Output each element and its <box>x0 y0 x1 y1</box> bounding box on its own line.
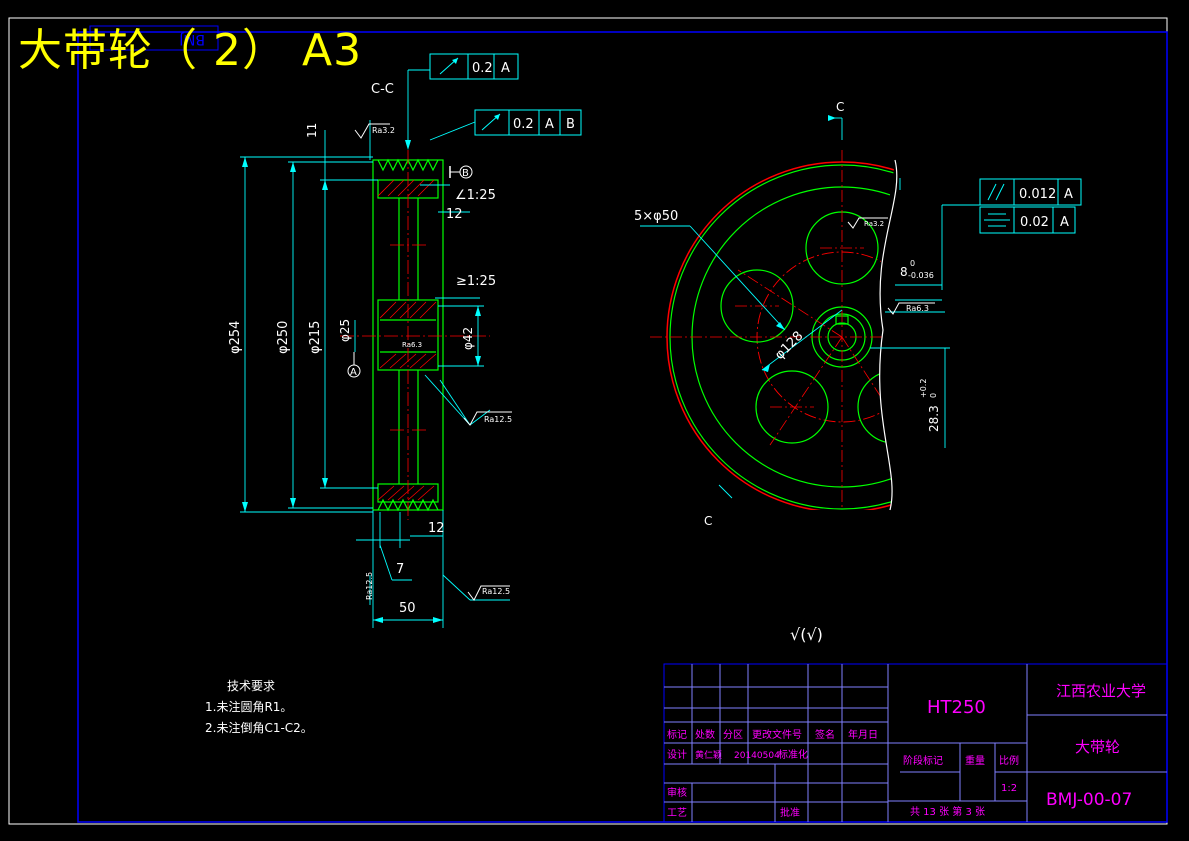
general-roughness: √(√) <box>790 625 823 644</box>
datum-b-label: B <box>462 168 469 179</box>
roughness-hole: Ra3.2 <box>864 220 884 228</box>
dim-d215: φ215 <box>308 321 323 354</box>
dim-taper2: ≥1:25 <box>456 274 496 289</box>
ghost-label-box <box>89 25 219 51</box>
dim-key-depth-upper: +0.2 <box>919 379 928 398</box>
dim-d254: φ254 <box>228 321 243 354</box>
tol-runout-value: 0.2 <box>513 117 534 132</box>
hdr-zone: 分区 <box>723 729 743 741</box>
dim-d128: φ128 <box>772 329 806 363</box>
break-line <box>879 159 898 511</box>
dim-w12-top: 12 <box>446 207 463 222</box>
scale-label: 比例 <box>999 754 1019 767</box>
roughness-symbol-right <box>467 585 510 601</box>
front-view <box>650 150 897 510</box>
title-block <box>663 663 1168 823</box>
weight-label: 重量 <box>965 754 985 767</box>
dim-d42: φ42 <box>461 327 475 350</box>
dim-key-width-upper: 0 <box>910 259 915 268</box>
tech-requirements-heading: 技术要求 <box>227 679 276 693</box>
dim-holes: 5×φ50 <box>634 209 678 224</box>
inner-border <box>77 31 1168 823</box>
tol-symmetry-value: 0.02 <box>1020 215 1049 230</box>
roughness-bore: Ra6.3 <box>402 341 422 349</box>
outer-border <box>8 17 1168 825</box>
section-label: C-C <box>371 82 394 97</box>
dim-taper1: ∠1:25 <box>455 188 496 203</box>
tol-parallel-datum: A <box>1064 187 1073 202</box>
dimension-lines-left <box>240 69 510 628</box>
sheets: 共 13 张 第 3 张 <box>910 805 985 818</box>
view-label-c-top: C <box>836 100 844 114</box>
datum-a-label: A <box>350 367 357 378</box>
tol-runout-datum2: B <box>566 117 575 132</box>
hdr-date: 年月日 <box>848 728 878 741</box>
roughness-side-left: Ra12.5 <box>365 572 374 600</box>
tol-frame-symmetry <box>979 206 1076 234</box>
tol-top-left-datum: A <box>501 61 510 76</box>
ghost-code: BMJ <box>179 31 205 47</box>
roughness-symbol-top <box>354 123 390 139</box>
approve-label: 批准 <box>780 806 800 819</box>
centerlines-left <box>340 150 490 520</box>
tol-top-left-value: 0.2 <box>472 61 493 76</box>
dim-w7: 7 <box>396 562 404 577</box>
roughness-keyway: Ra6.3 <box>906 304 929 313</box>
view-label-c-bottom: C <box>704 514 712 528</box>
hole-2 <box>720 269 794 343</box>
dim-d250: φ250 <box>276 321 291 354</box>
standard-label: 标准化 <box>778 748 808 761</box>
drawing-number: BMJ-00-07 <box>1046 790 1132 810</box>
roughness-symbol-web <box>463 411 512 426</box>
tol-frame-parallel <box>979 178 1082 206</box>
dim-key-width: 8 <box>900 265 908 279</box>
roughness-side-right: Ra12.5 <box>482 587 510 596</box>
section-hatching <box>377 179 437 501</box>
tol-symmetry-datum: A <box>1060 215 1069 230</box>
dim-key-depth: 28.3 <box>927 405 941 432</box>
roughness-web: Ra12.5 <box>484 415 512 424</box>
dim-key-width-lower: -0.036 <box>908 271 934 280</box>
process-label: 工艺 <box>667 807 687 819</box>
review-label: 审核 <box>667 786 687 799</box>
dim-w12-bottom: 12 <box>428 521 445 536</box>
hdr-change-doc: 更改文件号 <box>752 728 802 741</box>
design-date: 20140504 <box>734 751 780 761</box>
designer: 黄仁颖 <box>695 749 722 761</box>
dim-key-depth-lower: 0 <box>929 393 938 398</box>
roughness-symbol-keyway <box>887 302 935 315</box>
tech-requirements: 技术要求 1.未注圆角R1。 2.未注倒角C1-C2。 <box>205 676 313 739</box>
dim-d25: φ25 <box>338 319 352 342</box>
hdr-count: 处数 <box>695 728 715 741</box>
material: HT250 <box>927 697 986 718</box>
roughness-symbol-hole <box>847 217 888 229</box>
hdr-mark: 标记 <box>667 729 687 741</box>
title-block-text: 标记 处数 分区 更改文件号 签名 年月日 设计 黄仁颖 20140504 标准… <box>667 682 1146 819</box>
dimension-arrows-left <box>242 140 481 623</box>
hole-3 <box>755 370 829 444</box>
school-name: 江西农业大学 <box>1056 682 1146 700</box>
tech-requirement-2: 2.未注倒角C1-C2。 <box>205 721 313 735</box>
tech-requirement-1: 1.未注圆角R1。 <box>205 700 293 714</box>
drawing-title: 大带轮（ 2） A3 <box>18 25 363 76</box>
stage-label: 阶段标记 <box>903 754 943 767</box>
dim-w50: 50 <box>399 601 416 616</box>
design-label: 设计 <box>667 748 687 761</box>
roughness-top: Ra3.2 <box>372 126 395 135</box>
tol-runout-datum1: A <box>545 117 554 132</box>
scale-value: 1:2 <box>1001 783 1017 794</box>
dimension-lines-right <box>640 117 980 499</box>
dim-w11: 11 <box>305 123 319 138</box>
part-name: 大带轮 <box>1075 738 1120 756</box>
tol-parallel-value: 0.012 <box>1019 187 1056 202</box>
hdr-sign: 签名 <box>815 728 835 741</box>
